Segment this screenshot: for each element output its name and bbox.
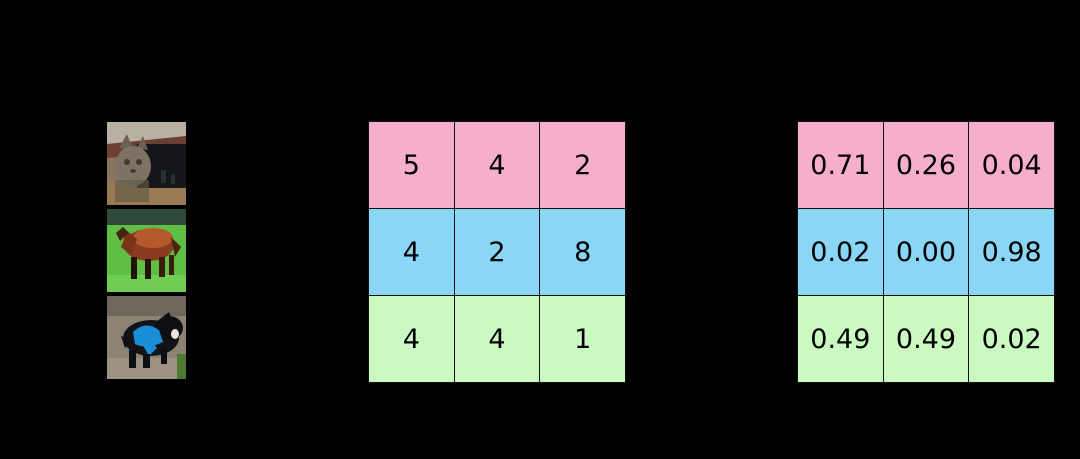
table-row: 0.71 0.26 0.04 — [797, 121, 1055, 209]
table-row: 0.02 0.00 0.98 — [797, 208, 1055, 296]
probability-cell: 0.98 — [968, 208, 1055, 296]
counts-table: 5 4 2 4 2 8 4 4 1 — [368, 121, 626, 383]
counts-cell: 4 — [453, 295, 541, 383]
input-image-column — [107, 122, 186, 379]
counts-cell: 4 — [368, 295, 455, 383]
counts-cell: 2 — [539, 121, 626, 209]
probability-cell: 0.00 — [882, 208, 970, 296]
table-row: 5 4 2 — [368, 121, 626, 209]
counts-cell: 1 — [539, 295, 626, 383]
table-row: 0.49 0.49 0.02 — [797, 295, 1055, 383]
probability-cell: 0.02 — [797, 208, 884, 296]
probability-cell: 0.26 — [882, 121, 970, 209]
probability-cell: 0.49 — [797, 295, 884, 383]
counts-cell: 4 — [368, 208, 455, 296]
probability-cell: 0.49 — [882, 295, 970, 383]
cat-thumbnail — [107, 122, 186, 205]
dog-image — [107, 296, 186, 379]
probabilities-table: 0.71 0.26 0.04 0.02 0.00 0.98 0.49 0.49 … — [797, 121, 1055, 383]
table-row: 4 2 8 — [368, 208, 626, 296]
counts-cell: 5 — [368, 121, 455, 209]
dog-thumbnail — [107, 296, 186, 379]
cat-image — [107, 122, 186, 205]
counts-cell: 2 — [453, 208, 541, 296]
probability-cell: 0.04 — [968, 121, 1055, 209]
probability-cell: 0.02 — [968, 295, 1055, 383]
horse-thumbnail — [107, 209, 186, 292]
table-row: 4 4 1 — [368, 295, 626, 383]
counts-cell: 4 — [453, 121, 541, 209]
counts-cell: 8 — [539, 208, 626, 296]
horse-image — [107, 209, 186, 292]
probability-cell: 0.71 — [797, 121, 884, 209]
